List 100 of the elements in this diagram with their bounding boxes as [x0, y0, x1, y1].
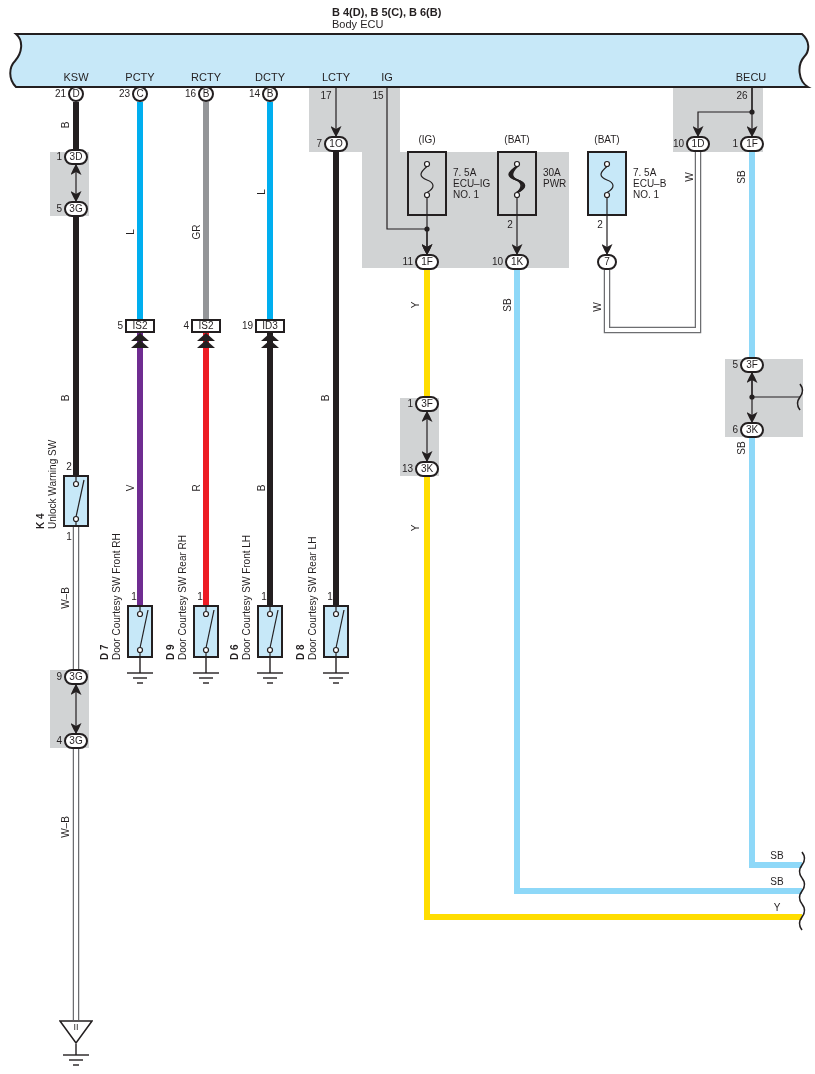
component-name: Door Courtesy SW Front RH — [112, 533, 122, 660]
wire — [261, 333, 279, 605]
wire — [267, 102, 273, 319]
junction-connector: 3D — [64, 149, 88, 165]
wire-color-code: Y — [773, 903, 781, 913]
terminal-pin: B — [262, 86, 278, 102]
wire — [203, 102, 209, 319]
terminal-pin: B — [198, 86, 214, 102]
junction-connector: 1F — [415, 254, 439, 270]
inline-connector: IS2 — [125, 319, 155, 333]
wire-color-code: L — [257, 189, 267, 195]
pin-number: 16 — [184, 89, 196, 99]
wire — [70, 684, 82, 734]
pin-number: 2 — [66, 462, 72, 472]
wire-color-code: SB — [770, 851, 784, 861]
component-name: Door Courtesy SW Rear LH — [308, 536, 318, 660]
pin-number: 1 — [261, 592, 267, 602]
component-code: D 8 — [296, 644, 306, 660]
wire — [74, 749, 78, 1020]
junction-connector: 3G — [64, 201, 88, 217]
pin-number: 4 — [56, 736, 62, 746]
wire — [74, 527, 78, 669]
wire-color-code: SB — [503, 298, 513, 312]
component-name: Unlock Warning SW — [48, 439, 58, 529]
wire — [424, 270, 430, 396]
pin-number: 23 — [118, 89, 130, 99]
wire-color-code: B — [61, 394, 71, 402]
wire-color-code: W–B — [61, 587, 71, 609]
pin-number: 10 — [491, 257, 503, 267]
wire-color-code: Y — [411, 301, 421, 309]
wire — [137, 102, 143, 319]
wire-color-code: GR — [192, 224, 202, 240]
switch-symbol — [257, 605, 283, 658]
junction-connector: 1D — [686, 136, 710, 152]
junction-connector: 1K — [505, 254, 529, 270]
component-code: D 7 — [100, 644, 110, 660]
pin-number: 17 — [320, 91, 332, 101]
pin-number: 19 — [241, 321, 253, 331]
wire-color-code: W — [685, 172, 695, 182]
pin-name: DCTY — [255, 71, 285, 83]
wire — [514, 270, 802, 894]
pin-number: 9 — [56, 672, 62, 682]
pin-name: KSW — [63, 71, 89, 83]
component-name: Body ECU — [332, 19, 384, 30]
pin-name: IG — [381, 71, 393, 83]
pin-number: 13 — [401, 464, 413, 474]
pin-name: PCTY — [125, 71, 155, 83]
wire-color-code: W — [593, 302, 603, 312]
junction-connector: 3F — [415, 396, 439, 412]
terminal-pin: C — [132, 86, 148, 102]
pin-number: 2 — [507, 220, 513, 230]
pin-number: 1 — [66, 532, 72, 542]
pin-number: 1 — [732, 139, 738, 149]
wire — [601, 215, 613, 255]
wire — [749, 438, 802, 868]
wire — [746, 372, 758, 423]
wire-color-code: B — [321, 394, 331, 402]
pin-number: 1 — [197, 592, 203, 602]
inline-connector: IS2 — [191, 319, 221, 333]
terminal-pin: D — [68, 86, 84, 102]
component-code: D 9 — [166, 644, 176, 660]
junction-connector: 1F — [740, 136, 764, 152]
switch-symbol — [63, 475, 89, 527]
wire — [751, 372, 801, 398]
wire-color-code: V — [126, 484, 136, 492]
junction-connector: 3K — [415, 461, 439, 477]
wire — [421, 411, 433, 462]
wire-color-code: B — [257, 484, 267, 492]
wire-color-code: B — [61, 121, 71, 129]
pin-name: LCTY — [321, 71, 351, 83]
wire — [197, 333, 215, 605]
pin-number: 11 — [402, 257, 413, 267]
pin-number: 4 — [183, 321, 189, 331]
pin-number: 1 — [56, 152, 62, 162]
pin-number: 15 — [372, 91, 384, 101]
component-code: K 4 — [36, 513, 46, 529]
pin-number: 14 — [248, 89, 260, 99]
junction-connector: 3F — [740, 357, 764, 373]
fuse-rating-label: 7. 5A ECU–B NO. 1 — [633, 167, 668, 200]
junction-connector: 3G — [64, 669, 88, 685]
pin-number: 7 — [316, 139, 322, 149]
component-code: D 6 — [230, 644, 240, 660]
wire — [330, 87, 342, 137]
wire — [511, 215, 523, 255]
wire-color-code: L — [126, 229, 136, 235]
component-name: Door Courtesy SW Front LH — [242, 534, 252, 660]
switch-symbol — [323, 605, 349, 658]
pin-number: 5 — [117, 321, 123, 331]
wire-color-code: SB — [737, 170, 747, 184]
fuse-circuit-label: (BAT) — [594, 135, 620, 145]
pin-number: 1 — [327, 592, 333, 602]
fuse-circuit-label: (IG) — [418, 135, 436, 145]
wire — [421, 215, 433, 255]
switch-symbol — [127, 605, 153, 658]
wire — [131, 333, 149, 605]
pin-number: 5 — [56, 204, 62, 214]
component-code: B 4(D), B 5(C), B 6(B) — [332, 7, 442, 18]
ground-point-symbol: II — [59, 1020, 93, 1044]
switch-symbol — [193, 605, 219, 658]
fuse-circuit-label: (BAT) — [504, 135, 530, 145]
